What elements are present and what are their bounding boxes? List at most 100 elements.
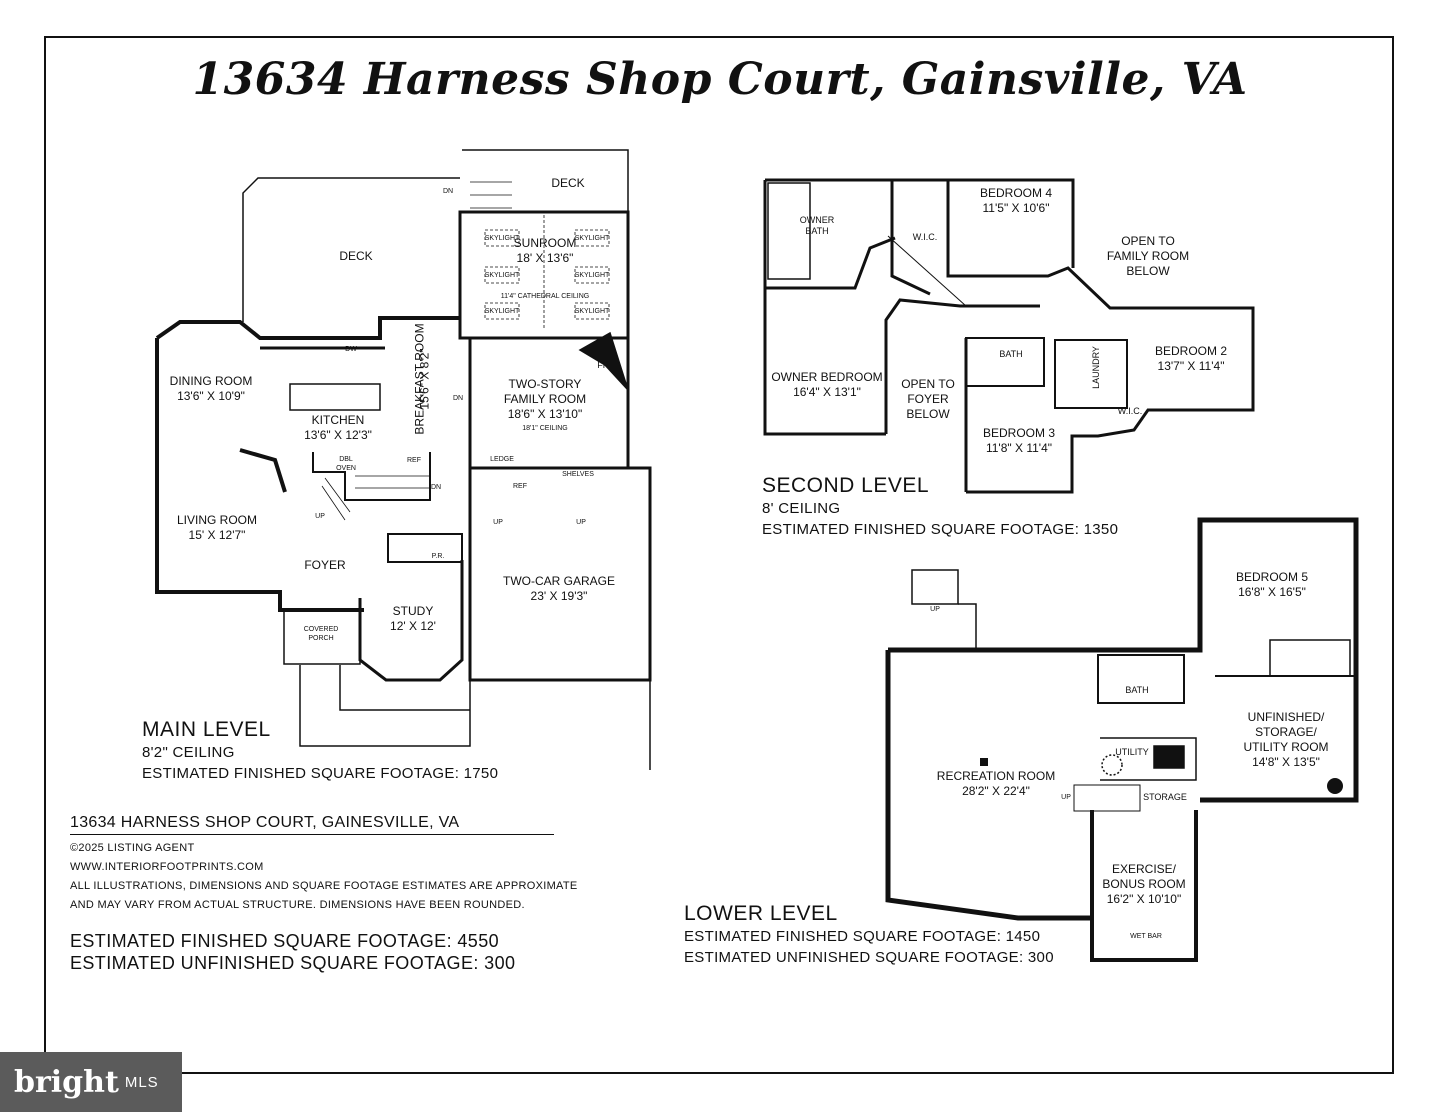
powder-room-label: P.R. [431, 553, 445, 560]
covered-porch-label: COVERED PORCH [304, 625, 339, 643]
logo-suffix: MLS [124, 1073, 159, 1091]
skylight-label: SKYLIGHT [484, 235, 520, 242]
laundry-label: LAUNDRY [1090, 346, 1101, 389]
total-footage: ESTIMATED FINISHED SQUARE FOOTAGE: 4550 … [70, 930, 515, 974]
breakfast-room-dimensions: 15'6" X 8'2" [417, 348, 432, 410]
storage-label: STORAGE [1143, 792, 1187, 802]
bedroom4-name: BEDROOM 4 [979, 186, 1053, 200]
family-room-ceiling: 18'1" CEILING [522, 425, 568, 432]
sunroom-ceiling: 11'4" CATHEDRAL CEILING [500, 293, 590, 300]
garage-up-label: UP [576, 519, 586, 526]
recreation-room-label: RECREATION ROOM 28'2" X 22'4" [937, 769, 1055, 799]
main-level-heading: MAIN LEVEL [142, 718, 271, 741]
page-title: 13634 Harness Shop Court, Gainsville, VA [192, 54, 1248, 105]
open-to-foyer-2: FOYER [907, 392, 949, 406]
main-level-caption: MAIN LEVEL 8'2" CEILING ESTIMATED FINISH… [142, 718, 498, 784]
second-level-ceiling: 8' CEILING [762, 500, 841, 517]
website-line: WWW.INTERIORFOOTPRINTS.COM [70, 861, 264, 873]
main-level-ceiling: 8'2" CEILING [142, 744, 235, 761]
dining-room-label: DINING ROOM 13'6" X 10'9" [170, 374, 253, 404]
bedroom2-wic-label: W.I.C. [1117, 406, 1143, 416]
lower-level-unfinished: ESTIMATED UNFINISHED SQUARE FOOTAGE: 300 [684, 949, 1054, 966]
lower-level-caption: LOWER LEVEL ESTIMATED FINISHED SQUARE FO… [684, 902, 1054, 968]
foyer-label: FOYER [304, 558, 346, 572]
garage-dimensions: 23' X 19'3" [530, 589, 588, 603]
open-to-foyer-1: OPEN TO [901, 377, 955, 391]
covered-porch-name-2: PORCH [308, 635, 334, 642]
family-room-dimensions: 18'6" X 13'10" [507, 407, 583, 421]
second-bath-label: BATH [999, 349, 1023, 359]
dining-room-name: DINING ROOM [169, 374, 253, 388]
unfinished-room-label: UNFINISHED/ STORAGE/ UTILITY ROOM 14'8" … [1243, 710, 1328, 770]
second-level-footage: ESTIMATED FINISHED SQUARE FOOTAGE: 1350 [762, 521, 1119, 538]
ledge-label: LEDGE [490, 456, 514, 463]
deck-stair-dn-label: DN [442, 188, 454, 195]
bedroom3-label: BEDROOM 3 11'8" X 11'4" [983, 426, 1055, 456]
family-room-name-1: TWO-STORY [508, 377, 582, 391]
skylight-label: SKYLIGHT [574, 272, 610, 279]
owner-wic-label: W.I.C. [912, 232, 938, 242]
lower-level-heading: LOWER LEVEL [684, 902, 838, 925]
fireplace-label: FP [597, 360, 609, 370]
second-level-caption: SECOND LEVEL 8' CEILING ESTIMATED FINISH… [762, 474, 1118, 540]
second-level-heading: SECOND LEVEL [762, 474, 930, 497]
open-to-family-2: FAMILY ROOM [1106, 249, 1190, 263]
bedroom4-label: BEDROOM 4 11'5" X 10'6" [980, 186, 1052, 216]
bright-mls-logo: bright MLS [0, 1052, 182, 1112]
second-level-plan [763, 178, 1255, 494]
kitchen-ref-label: REF [407, 457, 421, 464]
skylight-label: SKYLIGHT [484, 272, 520, 279]
recreation-room-name: RECREATION ROOM [936, 769, 1056, 783]
unfinished-room-dimensions: 14'8" X 13'5" [1252, 755, 1320, 769]
owner-bedroom-name: OWNER BEDROOM [771, 370, 883, 384]
sunroom-name: SUNROOM [513, 236, 577, 250]
kitchen-label: KITCHEN 13'6" X 12'3" [304, 413, 372, 443]
living-room-name: LIVING ROOM [176, 513, 258, 527]
bedroom5-name: BEDROOM 5 [1235, 570, 1309, 584]
study-name: STUDY [392, 604, 434, 618]
listing-info: 13634 HARNESS SHOP COURT, GAINESVILLE, V… [70, 812, 578, 915]
lower-up-label: UP [930, 606, 940, 613]
total-finished-footage: ESTIMATED FINISHED SQUARE FOOTAGE: 4550 [70, 931, 500, 951]
copyright-line: ©2025 LISTING AGENT [70, 842, 195, 854]
exercise-room-label: EXERCISE/ BONUS ROOM 16'2" X 10'10" [1102, 862, 1185, 907]
bedroom3-dimensions: 11'8" X 11'4" [985, 441, 1053, 455]
stair-dn-label: DN [430, 484, 442, 491]
study-dimensions: 12' X 12' [390, 619, 436, 633]
unfinished-room-name-1: UNFINISHED/ [1247, 710, 1325, 724]
bedroom2-label: BEDROOM 2 13'7" X 11'4" [1155, 344, 1227, 374]
stair-up-label: UP [315, 513, 325, 520]
exercise-room-name-1: EXERCISE/ [1111, 862, 1177, 876]
unfinished-room-name-2: STORAGE/ [1255, 725, 1317, 739]
lower-level-plan [885, 517, 1359, 962]
living-room-label: LIVING ROOM 15' X 12'7" [177, 513, 257, 543]
skylight-label: SKYLIGHT [574, 235, 610, 242]
utility-label: UTILITY [1115, 747, 1149, 757]
listing-address: 13634 HARNESS SHOP COURT, GAINESVILLE, V… [70, 812, 554, 835]
logo-brand: bright [14, 1064, 119, 1100]
wet-bar-label: WET BAR [1130, 933, 1162, 940]
main-level-footage: ESTIMATED FINISHED SQUARE FOOTAGE: 1750 [142, 765, 499, 782]
skylight-label: SKYLIGHT [574, 308, 610, 315]
page-frame [44, 36, 1394, 1074]
bedroom5-label: BEDROOM 5 16'8" X 16'5" [1236, 570, 1308, 600]
study-label: STUDY 12' X 12' [390, 604, 436, 634]
bedroom3-name: BEDROOM 3 [982, 426, 1056, 440]
exercise-room-dimensions: 16'2" X 10'10" [1106, 892, 1182, 906]
bedroom4-dimensions: 11'5" X 10'6" [982, 201, 1050, 215]
sunroom-dimensions: 18' X 13'6" [516, 251, 574, 265]
unfinished-room-name-3: UTILITY ROOM [1243, 740, 1329, 754]
main-level-plan [155, 149, 652, 770]
bedroom5-dimensions: 16'8" X 16'5" [1238, 585, 1306, 599]
owner-bedroom-label: OWNER BEDROOM 16'4" X 13'1" [771, 370, 882, 400]
garage-up-label: UP [493, 519, 503, 526]
recreation-room-dimensions: 28'2" X 22'4" [962, 784, 1030, 798]
disclaimer-line-1: ALL ILLUSTRATIONS, DIMENSIONS AND SQUARE… [70, 880, 578, 892]
open-to-foyer-3: BELOW [906, 407, 950, 421]
covered-porch-name-1: COVERED [303, 626, 339, 633]
open-to-family-3: BELOW [1126, 264, 1170, 278]
family-dn-label: DN [452, 395, 464, 402]
deck-left-label: DECK [339, 249, 373, 263]
garage-ref-label: REF [513, 483, 527, 490]
